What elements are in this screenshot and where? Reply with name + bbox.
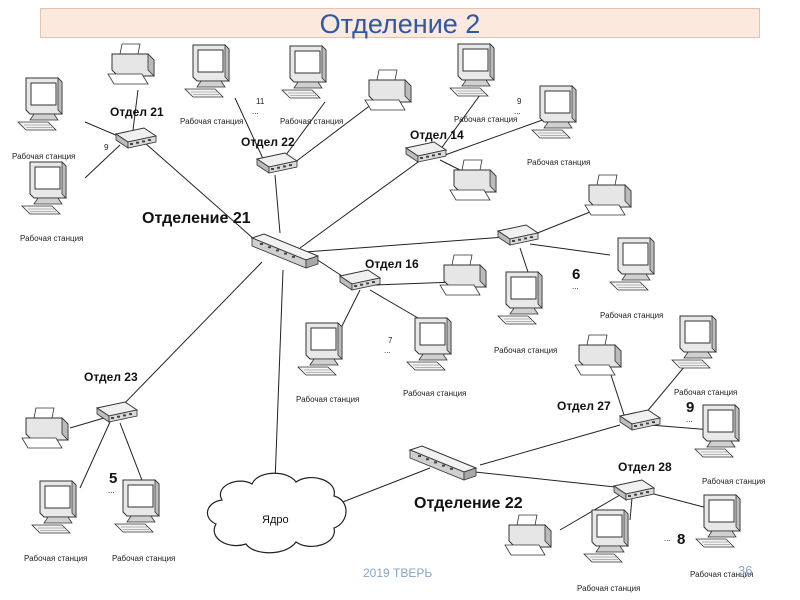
workstation-label: Рабочая станция bbox=[296, 395, 359, 404]
workstation-icon bbox=[449, 43, 495, 97]
workstation-icon bbox=[281, 45, 327, 99]
workstation-icon bbox=[694, 404, 740, 458]
workstation-icon bbox=[114, 479, 160, 533]
workstation-label: Рабочая станция bbox=[527, 158, 590, 167]
ellipsis-dept-16: ... bbox=[384, 346, 391, 355]
printer-icon bbox=[439, 254, 487, 296]
printer-icon bbox=[21, 407, 69, 449]
count-group-6: 6 bbox=[572, 266, 580, 283]
dept-27-switch bbox=[619, 409, 661, 431]
dept-23-switch bbox=[96, 401, 138, 423]
workstation-icon bbox=[406, 317, 452, 371]
workstation-label: Рабочая станция bbox=[24, 554, 87, 563]
ellipsis-group-6: ... bbox=[572, 282, 579, 291]
dept-28-switch bbox=[613, 479, 655, 501]
workstation-icon bbox=[184, 44, 230, 98]
workstation-icon bbox=[695, 494, 741, 548]
workstation-label: Рабочая станция bbox=[600, 311, 663, 320]
workstation-label: Рабочая станция bbox=[674, 388, 737, 397]
workstation-label: Рабочая станция bbox=[690, 570, 753, 579]
dept-22-switch bbox=[256, 152, 298, 174]
title-bar: Отделение 2 bbox=[40, 8, 760, 39]
dept-21-switch bbox=[115, 127, 157, 149]
workstation-label: Рабочая станция bbox=[702, 477, 765, 486]
workstation-label: Рабочая станция bbox=[280, 117, 343, 126]
count-dept-28: 8 bbox=[677, 531, 685, 548]
dept-27-label: Отдел 27 bbox=[557, 399, 611, 413]
workstation-icon bbox=[31, 480, 77, 534]
printer-icon bbox=[364, 69, 412, 111]
dept-28-label: Отдел 28 bbox=[618, 460, 672, 474]
workstation-icon bbox=[609, 237, 655, 291]
workstation-label: Рабочая станция bbox=[577, 584, 640, 593]
page-number: 36 bbox=[738, 563, 753, 578]
links bbox=[69, 89, 716, 531]
workstation-label: Рабочая станция bbox=[12, 152, 75, 161]
core-cloud: Ядро bbox=[206, 472, 347, 554]
switch-group-6 bbox=[497, 224, 539, 246]
workstation-icon bbox=[671, 315, 717, 369]
ellipsis-dept-27: ... bbox=[686, 415, 693, 424]
ellipsis-dept-28: ... bbox=[664, 534, 671, 543]
count-dept-22: 11 bbox=[256, 97, 265, 106]
workstation-label: Рабочая станция bbox=[20, 234, 83, 243]
dept-21-label: Отдел 21 bbox=[110, 105, 164, 119]
workstation-icon bbox=[583, 509, 629, 563]
dept-22-label: Отдел 22 bbox=[241, 135, 295, 149]
count-dept-16: 7 bbox=[388, 336, 393, 345]
workstation-icon bbox=[297, 322, 343, 376]
count-dept-23: 5 bbox=[109, 470, 117, 487]
count-dept-27: 9 bbox=[686, 399, 694, 416]
workstation-icon bbox=[531, 85, 577, 139]
printer-icon bbox=[449, 159, 497, 201]
printer-icon bbox=[574, 334, 622, 376]
count-dept-21: 9 bbox=[104, 143, 109, 152]
ellipsis-dept-23: ... bbox=[108, 486, 115, 495]
footer-text: 2019 ТВЕРЬ bbox=[363, 566, 433, 580]
dept-23-label: Отдел 23 bbox=[84, 370, 138, 384]
ellipsis-dept-22: ... bbox=[252, 107, 259, 116]
division-22-switch bbox=[409, 445, 477, 481]
workstation-label: Рабочая станция bbox=[454, 115, 517, 124]
printer-icon bbox=[107, 43, 155, 85]
dept-16-label: Отдел 16 bbox=[365, 257, 419, 271]
workstation-label: Рабочая станция bbox=[180, 117, 243, 126]
division-22-label: Отделение 22 bbox=[414, 495, 523, 512]
division-21-label: Отделение 21 bbox=[142, 210, 251, 227]
workstation-label: Рабочая станция bbox=[403, 389, 466, 398]
core-label: Ядро bbox=[262, 514, 289, 526]
printer-icon bbox=[504, 514, 552, 556]
workstation-icon bbox=[497, 271, 543, 325]
division-21-switch bbox=[251, 233, 319, 269]
page-title: Отделение 2 bbox=[319, 9, 481, 39]
dept-16-switch bbox=[339, 269, 381, 291]
workstation-icon bbox=[17, 77, 63, 131]
dept-14-label: Отдел 14 bbox=[410, 128, 464, 142]
dept-14-switch bbox=[405, 141, 447, 163]
printer-icon bbox=[584, 174, 632, 216]
workstation-label: Рабочая станция bbox=[494, 346, 557, 355]
workstation-label: Рабочая станция bbox=[112, 554, 175, 563]
ellipsis-dept-14: ... bbox=[514, 107, 521, 116]
count-dept-14: 9 bbox=[517, 97, 522, 106]
workstation-icon bbox=[21, 161, 67, 215]
